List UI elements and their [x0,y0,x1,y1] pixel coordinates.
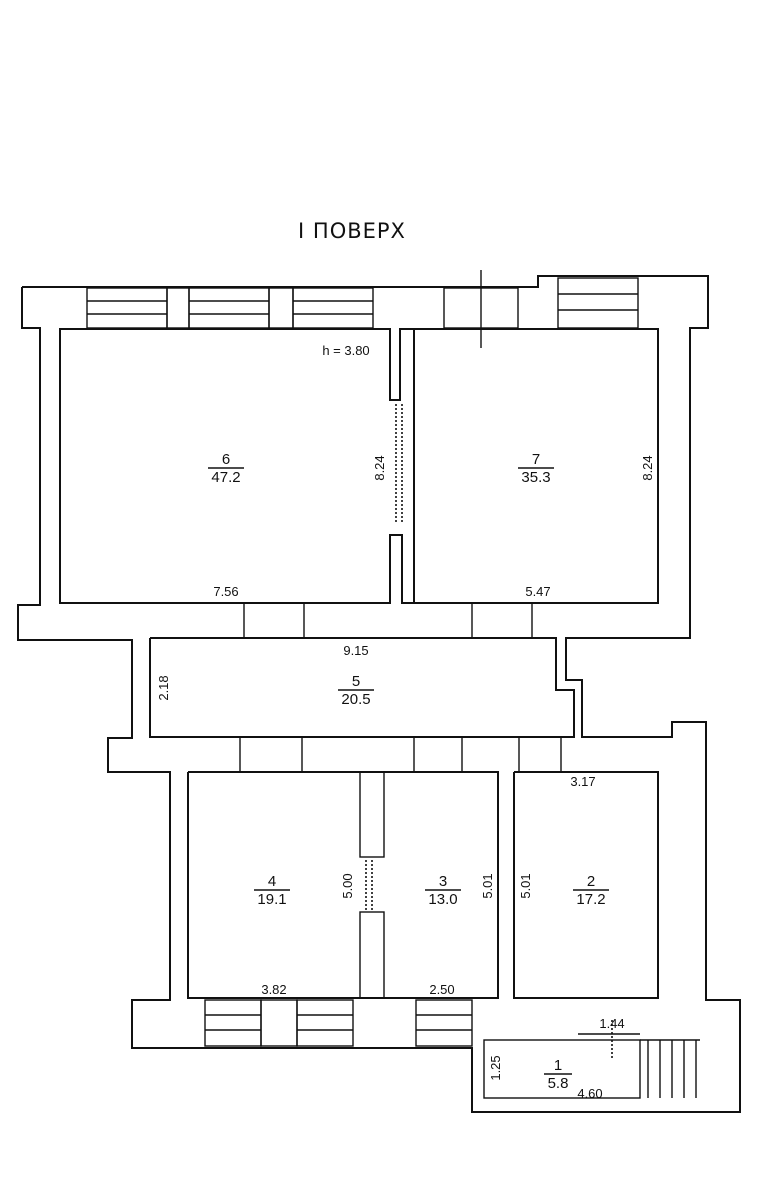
room-1: 1 5.8 [544,1057,572,1092]
room-6: 6 47.2 [208,451,244,486]
room-area: 47.2 [211,469,240,486]
dim-stair-width: 1.44 [599,1016,624,1031]
room-3: 3 13.0 [425,873,461,908]
dim-room4-width: 3.82 [261,982,286,997]
room-number: 6 [222,451,230,468]
dim-room4-length: 5.00 [340,873,355,898]
room-area: 35.3 [521,469,550,486]
dimension-labels: h = 3.80 7.56 8.24 5.47 8.24 9.15 2.18 3… [156,343,655,1101]
ceiling-height-label: h = 3.80 [322,343,369,358]
dim-room5-length: 2.18 [156,675,171,700]
dim-room1-length: 1.25 [488,1055,503,1080]
dim-room2-length: 5.01 [518,873,533,898]
entrance-stairs [483,1020,700,1099]
room-2: 2 17.2 [573,873,609,908]
room-number: 4 [268,873,276,890]
dim-room6-width: 7.56 [213,584,238,599]
dim-room7-width: 5.47 [525,584,550,599]
room-number: 2 [587,873,595,890]
outer-walls [17,275,741,1113]
dim-room2-width: 3.17 [570,774,595,789]
bottom-windows [204,999,473,1047]
room-area: 17.2 [576,891,605,908]
room-number: 1 [554,1057,562,1074]
room-area: 20.5 [341,691,370,708]
room-5: 5 20.5 [338,673,374,708]
dim-room1-width: 4.60 [577,1086,602,1101]
dim-room7-length: 8.24 [640,455,655,480]
room-4: 4 19.1 [254,873,290,908]
room-area: 13.0 [428,891,457,908]
room-area: 5.8 [548,1075,569,1092]
dim-room6-length: 8.24 [372,455,387,480]
dim-room3-length: 5.01 [480,873,495,898]
room-7: 7 35.3 [518,451,554,486]
room-number: 7 [532,451,540,468]
floor-title: I ПОВЕРХ [298,219,406,243]
top-windows [86,270,639,348]
doorways [239,404,562,999]
room-area: 19.1 [257,891,286,908]
dim-room5-width: 9.15 [343,643,368,658]
room-number: 3 [439,873,447,890]
room-number: 5 [352,673,360,690]
dim-room3-width: 2.50 [429,982,454,997]
